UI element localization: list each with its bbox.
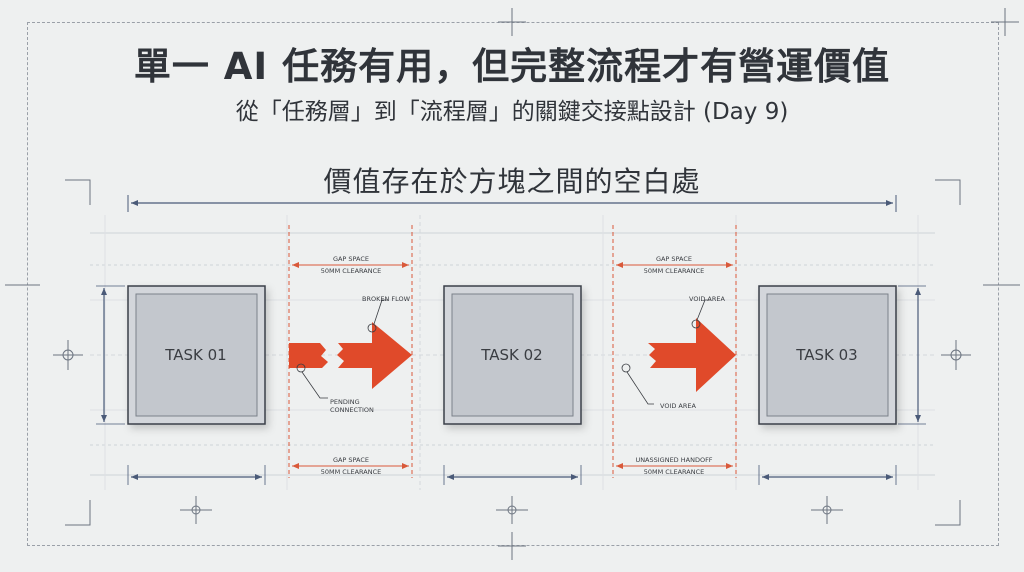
section-heading: 價值存在於方塊之間的空白處 — [323, 165, 701, 198]
gap-1-callouts: BROKEN FLOW PENDING CONNECTION — [296, 295, 411, 414]
gap-2-callouts: VOID AREA VOID AREA — [621, 295, 726, 410]
gap-2-top-label-2: 50MM CLEARANCE — [644, 267, 704, 275]
gap-1-callout-pending: PENDING — [330, 398, 360, 406]
task-1-label: TASK 01 — [164, 346, 226, 364]
broken-flow-arrow-1 — [289, 322, 412, 389]
gap-2-callout-void-area-top: VOID AREA — [689, 295, 726, 303]
task-box-3: TASK 03 — [758, 285, 897, 425]
gap-1-top-label-2: 50MM CLEARANCE — [321, 267, 381, 275]
gap-1-bottom-label-1: GAP SPACE — [333, 456, 369, 464]
crosshair-markers — [5, 8, 1020, 560]
gap-2-annotations: GAP SPACE 50MM CLEARANCE UNASSIGNED HAND… — [612, 225, 737, 478]
gap-2-top-label-1: GAP SPACE — [656, 255, 692, 263]
height-dimension-right — [898, 285, 926, 425]
task-box-1: TASK 01 — [127, 285, 266, 425]
gap-2-bottom-label-2: 50MM CLEARANCE — [644, 468, 704, 476]
broken-flow-arrow-2 — [648, 318, 736, 392]
page-title: 單一 AI 任務有用，但完整流程才有營運價值 — [133, 45, 891, 88]
gap-1-callout-connection: CONNECTION — [330, 406, 374, 414]
box-width-dimensions — [127, 465, 897, 485]
task-3-label: TASK 03 — [795, 346, 857, 364]
gap-2-callout-void-area-bottom: VOID AREA — [660, 402, 697, 410]
gap-2-bottom-label-1: UNASSIGNED HANDOFF — [635, 456, 712, 464]
gap-1-callout-broken-flow: BROKEN FLOW — [362, 295, 411, 303]
page-subtitle: 從「任務層」到「流程層」的關鍵交接點設計 (Day 9) — [235, 99, 789, 125]
gap-1-top-label-1: GAP SPACE — [333, 255, 369, 263]
task-2-label: TASK 02 — [480, 346, 542, 364]
gap-1-bottom-label-2: 50MM CLEARANCE — [321, 468, 381, 476]
overall-dimension-line — [127, 195, 897, 212]
height-dimension-left — [96, 285, 125, 425]
task-box-2: TASK 02 — [443, 285, 582, 425]
